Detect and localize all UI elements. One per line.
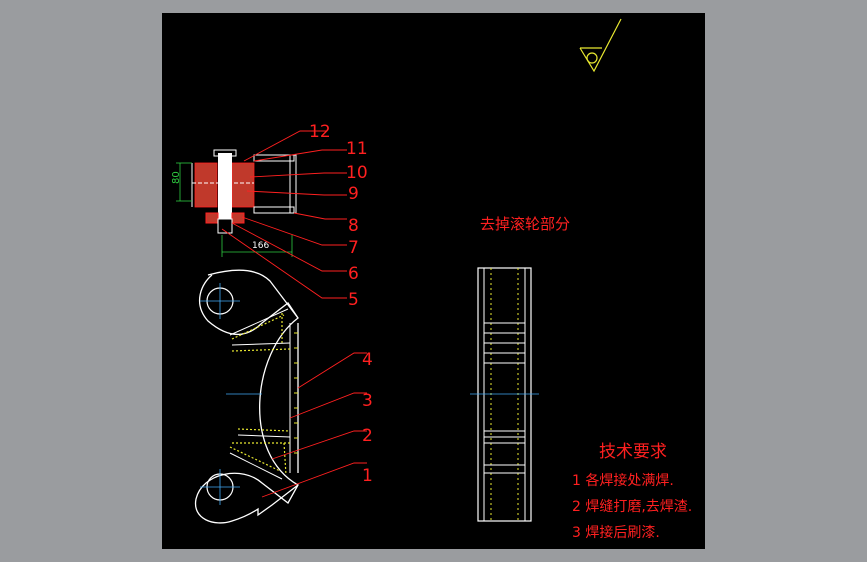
weld-seams xyxy=(229,313,291,476)
cad-drawing: 80 166 12 11 10 9 8 7 6 5 xyxy=(171,18,692,541)
dimension-height xyxy=(176,162,192,202)
tech-requirement-1: 1 各焊接处满焊. xyxy=(572,472,674,489)
side-view-annotation: 去掉滚轮部分 xyxy=(480,215,570,233)
centerlines xyxy=(200,283,262,505)
part-number-9: 9 xyxy=(348,184,359,204)
leader-lines-main xyxy=(261,352,367,498)
part-number-8: 8 xyxy=(348,216,359,236)
part-number-4: 4 xyxy=(362,350,373,370)
part-number-10: 10 xyxy=(346,163,368,183)
part-number-12: 12 xyxy=(309,122,331,142)
plate-side xyxy=(289,154,297,214)
plate-bottom xyxy=(253,206,295,214)
shaft xyxy=(218,153,232,219)
leader-lines-detail xyxy=(221,130,347,299)
tech-requirement-2: 2 焊缝打磨,去焊渣. xyxy=(572,498,692,515)
side-view: 去掉滚轮部分 xyxy=(470,215,570,522)
main-view: 4 3 2 1 xyxy=(195,269,373,524)
part-number-5: 5 xyxy=(348,290,359,310)
dim-width-label: 166 xyxy=(252,241,269,251)
washer-right xyxy=(231,212,245,224)
plate-top xyxy=(253,154,295,162)
washer-left xyxy=(205,212,219,224)
part-number-6: 6 xyxy=(348,264,359,284)
tech-requirements-title: 技术要求 xyxy=(599,442,667,462)
shaft-head xyxy=(213,149,237,157)
tech-requirement-3: 3 焊接后刷漆. xyxy=(572,524,660,541)
roller-left xyxy=(194,162,218,208)
plate-ticks xyxy=(294,332,298,454)
dim-height-label: 80 xyxy=(171,171,182,184)
drawing-viewport[interactable]: 80 166 12 11 10 9 8 7 6 5 xyxy=(162,13,705,549)
bracket-outline xyxy=(195,274,299,524)
tech-requirements: 技术要求 1 各焊接处满焊. 2 焊缝打磨,去焊渣. 3 焊接后刷漆. xyxy=(572,442,692,541)
part-number-7: 7 xyxy=(348,238,359,258)
part-number-11: 11 xyxy=(346,139,368,159)
ribs xyxy=(229,308,291,480)
nut xyxy=(217,218,233,234)
dimension-width xyxy=(221,235,293,257)
detail-view: 80 166 12 11 10 9 8 7 6 5 xyxy=(171,122,368,310)
part-number-3: 3 xyxy=(362,391,373,411)
roller-right xyxy=(231,162,255,208)
part-number-2: 2 xyxy=(362,426,373,446)
part-number-1: 1 xyxy=(362,466,373,486)
surface-roughness-symbol xyxy=(579,18,622,73)
